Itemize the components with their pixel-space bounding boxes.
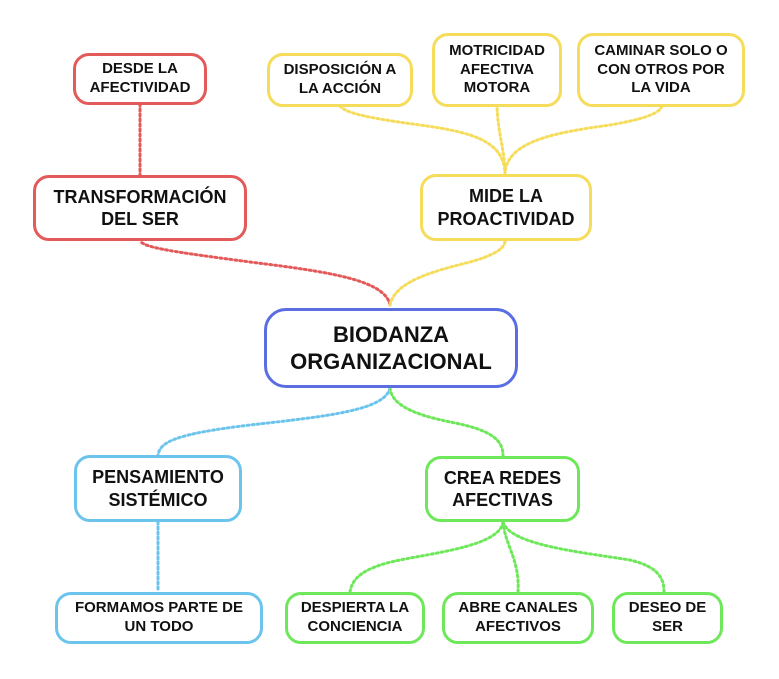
node-afectividad-label: DESDE LA AFECTIVIDAD <box>89 60 191 96</box>
node-disposicion-label: DISPOSICIÓN A LA ACCIÓN <box>283 61 397 97</box>
node-redes[interactable]: CREA REDES AFECTIVAS <box>425 456 580 522</box>
node-afectividad[interactable]: DESDE LA AFECTIVIDAD <box>73 53 207 105</box>
link-proactividad-caminar <box>503 104 664 177</box>
node-motricidad-label: MOTRICIDAD AFECTIVA MOTORA <box>449 41 545 97</box>
node-center-label: BIODANZA ORGANIZACIONAL <box>290 321 492 375</box>
node-deseo[interactable]: DESEO DE SER <box>612 592 723 644</box>
node-formamos[interactable]: FORMAMOS PARTE DE UN TODO <box>55 592 263 644</box>
link-center-transformacion <box>138 239 392 307</box>
node-disposicion[interactable]: DISPOSICIÓN A LA ACCIÓN <box>267 53 413 107</box>
node-transformacion-label: TRANSFORMACIÓN DEL SER <box>53 186 227 230</box>
node-caminar-label: CAMINAR SOLO O CON OTROS POR LA VIDA <box>594 41 728 97</box>
node-proactividad[interactable]: MIDE LA PROACTIVIDAD <box>420 174 592 241</box>
node-motricidad[interactable]: MOTRICIDAD AFECTIVA MOTORA <box>432 33 562 107</box>
node-transformacion[interactable]: TRANSFORMACIÓN DEL SER <box>33 175 247 241</box>
link-center-proactividad <box>388 239 507 307</box>
link-proactividad-motricidad <box>495 104 507 177</box>
node-center[interactable]: BIODANZA ORGANIZACIONAL <box>264 308 518 388</box>
node-pensamiento-label: PENSAMIENTO SISTÉMICO <box>92 467 224 510</box>
link-redes-deseo <box>501 520 666 594</box>
node-formamos-label: FORMAMOS PARTE DE UN TODO <box>74 599 244 635</box>
node-pensamiento[interactable]: PENSAMIENTO SISTÉMICO <box>74 455 242 522</box>
node-despierta-label: DESPIERTA LA CONCIENCIA <box>300 599 410 635</box>
node-redes-label: CREA REDES AFECTIVAS <box>443 467 562 511</box>
node-proactividad-label: MIDE LA PROACTIVIDAD <box>437 186 575 229</box>
node-caminar[interactable]: CAMINAR SOLO O CON OTROS POR LA VIDA <box>577 33 745 107</box>
link-center-redes <box>388 386 505 458</box>
link-proactividad-disposicion <box>338 104 507 177</box>
link-center-pensamiento <box>156 386 392 457</box>
node-despierta[interactable]: DESPIERTA LA CONCIENCIA <box>285 592 425 644</box>
node-abre-label: ABRE CANALES AFECTIVOS <box>458 599 578 635</box>
link-redes-abre <box>501 520 520 594</box>
link-redes-despierta <box>348 520 505 594</box>
node-deseo-label: DESEO DE SER <box>628 599 707 635</box>
node-abre[interactable]: ABRE CANALES AFECTIVOS <box>442 592 594 644</box>
